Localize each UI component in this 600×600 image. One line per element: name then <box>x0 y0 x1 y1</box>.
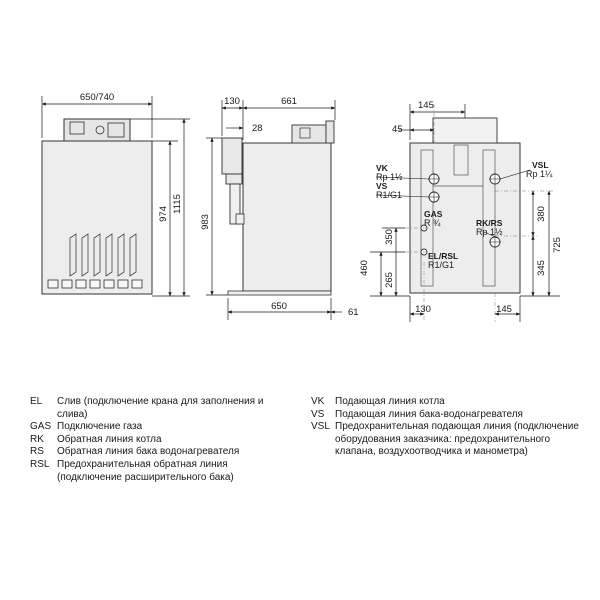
legend-text: Обратная линия котла <box>57 433 162 445</box>
front-vents <box>69 233 137 277</box>
legend-text: Слив (подключение крана для заполнения и… <box>57 396 264 420</box>
side-view: 130 661 28 983 650 61 <box>200 96 359 320</box>
dim-974: 974 <box>158 206 169 222</box>
legend-code: EL <box>30 396 43 407</box>
legend-text: Подающая линия котла <box>335 396 445 407</box>
front-body <box>41 140 153 295</box>
dim-460: 460 <box>359 260 370 276</box>
label-elrsl-code: EL/RSL <box>428 251 458 261</box>
dim-345: 345 <box>536 260 547 276</box>
dim-661: 661 <box>281 96 297 107</box>
rear-top-unit <box>432 117 498 144</box>
legend-left: EL Слив (подключение крана для заполнени… <box>30 396 292 484</box>
legend-code: RS <box>30 446 44 458</box>
label-vsl-code: VSL <box>532 160 549 170</box>
label-vsl-size: Rp 1¼ <box>526 169 553 179</box>
dim-380: 380 <box>536 206 547 222</box>
legend-code: RSL <box>30 458 50 470</box>
dim-145-bottom: 145 <box>496 304 512 315</box>
dim-350: 350 <box>384 229 395 245</box>
front-control-unit <box>63 118 131 142</box>
dim-28: 28 <box>252 123 263 134</box>
legend-code: VSL <box>311 421 330 433</box>
legend-text: Предохранительная подающая линия (подклю… <box>335 421 579 458</box>
legend-item: GAS Подключение газа <box>30 421 292 434</box>
label-vs-code: VS <box>376 181 388 191</box>
label-vs-size: R1/G1 <box>376 190 402 200</box>
dim-145-top: 145 <box>418 100 434 111</box>
dim-725: 725 <box>552 237 563 253</box>
label-vk-code: VK <box>376 163 389 173</box>
legend-item: VSL Предохранительная подающая линия (по… <box>311 421 581 459</box>
dim-130: 130 <box>224 96 240 107</box>
label-gas-code: GAS <box>424 209 443 219</box>
label-rkrs-size: Rp 1½ <box>476 227 503 237</box>
legend-text: Подающая линия бака-водонагревателя <box>335 408 523 420</box>
dim-61: 61 <box>348 307 359 318</box>
front-view: 650/740 974 1115 <box>41 92 190 297</box>
legend-text: Обратная линия бака водонагревателя <box>57 446 240 458</box>
dim-1115: 1115 <box>172 194 183 214</box>
legend-text: Предохранительная обратная линия (подклю… <box>57 458 234 483</box>
label-rkrs-code: RK/RS <box>476 218 503 228</box>
dim-front-width: 650/740 <box>80 92 114 103</box>
label-vk-size: Rp 1½ <box>376 172 403 182</box>
legend-item: RSL Предохранительная обратная линия (по… <box>30 459 292 484</box>
legend-item: VK Подающая линия котла <box>311 396 581 409</box>
dim-45: 45 <box>392 124 403 135</box>
rear-view: 145 45 130 145 350 460 265 380 3 <box>359 100 563 322</box>
dim-650: 650 <box>271 301 287 312</box>
label-gas-size: R ¾ <box>424 218 441 228</box>
dim-265: 265 <box>384 272 395 288</box>
legend-item: EL Слив (подключение крана для заполнени… <box>30 396 292 421</box>
dim-130-bottom: 130 <box>415 304 431 315</box>
legend-right: VK Подающая линия котла VS Подающая лини… <box>311 396 581 459</box>
legend-item: VS Подающая линия бака-водонагревателя <box>311 409 581 422</box>
legend-text: Подключение газа <box>57 421 143 433</box>
legend-code: RK <box>30 433 44 445</box>
legend-item: RS Обратная линия бака водонагревателя <box>30 446 292 459</box>
legend-code: VK <box>311 396 325 407</box>
side-body <box>242 142 332 292</box>
side-rear-block <box>221 137 243 175</box>
label-elrsl-size: R1/G1 <box>428 260 454 270</box>
legend-code: GAS <box>30 421 52 433</box>
technical-drawing: 650/740 974 1115 <box>41 92 563 322</box>
dim-983: 983 <box>200 214 211 230</box>
legend-item: RK Обратная линия котла <box>30 434 292 447</box>
legend-code: VS <box>311 408 325 420</box>
